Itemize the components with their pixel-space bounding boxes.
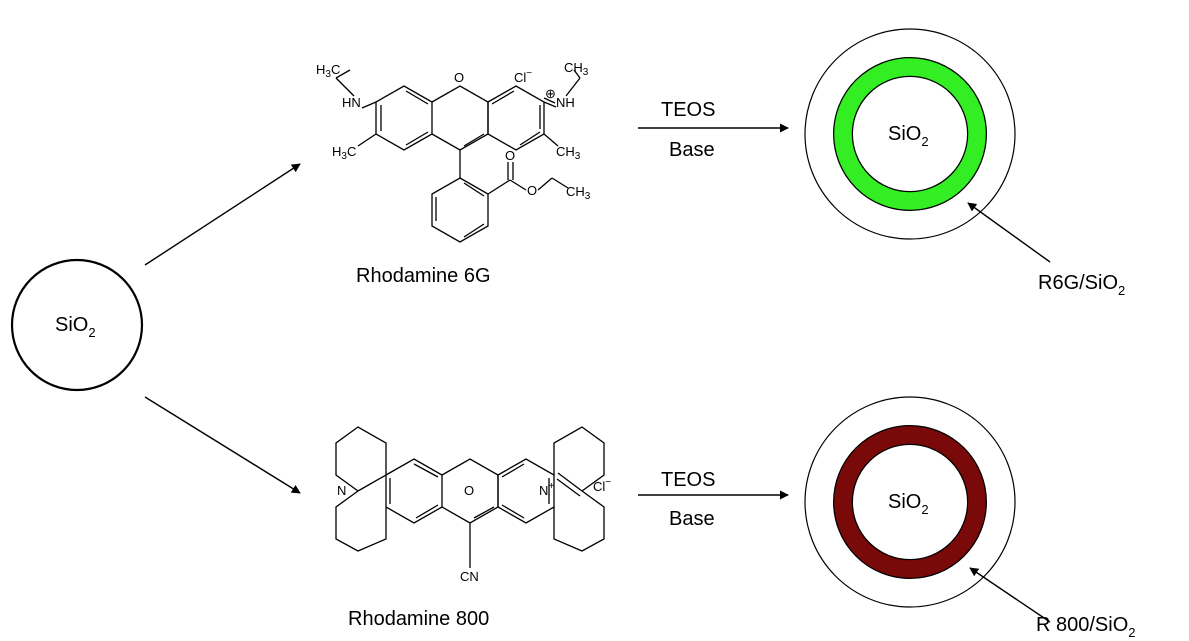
r6g-h3c-left-c: C bbox=[347, 144, 356, 159]
r800-n-plus: + bbox=[548, 481, 554, 492]
reaction-step-r800: TEOS Base bbox=[638, 469, 789, 530]
r6g-core-label: SiO bbox=[888, 123, 921, 145]
start-particle: SiO2 bbox=[10, 258, 144, 392]
r6g-h3c-left: H bbox=[332, 144, 341, 159]
r800-core-sub: 2 bbox=[921, 502, 928, 517]
r6g-h3c-top: H bbox=[316, 62, 325, 77]
r6g-o-ester: O bbox=[527, 183, 537, 198]
r6g-core-sub: 2 bbox=[921, 134, 928, 149]
svg-text:H3C: H3C bbox=[316, 62, 340, 80]
r800-product-sub: 2 bbox=[1128, 625, 1135, 640]
rhodamine-800-label: Rhodamine 800 bbox=[348, 608, 489, 630]
r6g-ch3-right-sub: 3 bbox=[575, 151, 581, 162]
r6g-o-ring: O bbox=[454, 70, 464, 85]
product-r800-particle: SiO2 R 800/SiO2 bbox=[804, 396, 1136, 640]
arrow-to-r800 bbox=[144, 396, 301, 494]
r6g-ch3-ester-sub: 3 bbox=[585, 191, 591, 202]
r800-pointer-arrow bbox=[969, 567, 1051, 623]
rhodamine-800-structure: N O N+ Cl− CN bbox=[335, 426, 611, 584]
r6g-cl: Cl bbox=[514, 70, 526, 85]
r6g-pointer-arrow bbox=[967, 202, 1051, 263]
r6g-ch3-top-right-sub: 3 bbox=[583, 67, 589, 78]
svg-text:CH3: CH3 bbox=[556, 144, 581, 162]
r6g-product-label: R6G/SiO bbox=[1038, 272, 1118, 294]
r6g-plus: ⊕ bbox=[545, 86, 556, 101]
svg-text:H3C: H3C bbox=[332, 144, 356, 162]
r800-core-label: SiO bbox=[888, 491, 921, 513]
svg-text:SiO2: SiO2 bbox=[888, 123, 929, 149]
r6g-hn: HN bbox=[342, 95, 361, 110]
reagent-base-2: Base bbox=[669, 508, 715, 530]
r800-cl-charge: − bbox=[605, 477, 611, 488]
rhodamine-6g-label: Rhodamine 6G bbox=[356, 265, 491, 287]
start-label: SiO bbox=[55, 314, 88, 336]
r800-o-ring: O bbox=[464, 483, 474, 498]
r800-dye-layer bbox=[834, 426, 986, 578]
r6g-h3c-top-c: C bbox=[331, 62, 340, 77]
svg-text:SiO2: SiO2 bbox=[55, 314, 96, 340]
product-r6g-particle: SiO2 R6G/SiO2 bbox=[804, 28, 1125, 298]
r6g-o-carbonyl: O bbox=[505, 148, 515, 163]
r6g-nh: NH bbox=[556, 95, 575, 110]
r6g-dye-layer bbox=[834, 58, 986, 210]
reagent-base-1: Base bbox=[669, 139, 715, 161]
arrow-to-r6g bbox=[144, 163, 301, 266]
reaction-step-r6g: TEOS Base bbox=[638, 99, 789, 161]
r800-cl: Cl bbox=[593, 479, 605, 494]
reagent-teos-2: TEOS bbox=[661, 469, 715, 491]
svg-text:R6G/SiO2: R6G/SiO2 bbox=[1038, 272, 1125, 298]
svg-text:CH3: CH3 bbox=[566, 184, 591, 202]
r6g-ch3-right: CH bbox=[556, 144, 575, 159]
r6g-product-sub: 2 bbox=[1118, 283, 1125, 298]
r800-n-left: N bbox=[337, 483, 346, 498]
reagent-teos-1: TEOS bbox=[661, 99, 715, 121]
svg-text:SiO2: SiO2 bbox=[888, 491, 929, 517]
r800-n-right: N bbox=[539, 483, 548, 498]
r6g-h3c-top-sub: 3 bbox=[325, 69, 331, 80]
svg-text:R 800/SiO2: R 800/SiO2 bbox=[1036, 614, 1136, 640]
r800-cn: CN bbox=[460, 569, 479, 584]
rhodamine-6g-structure: H3C HN H3C O Cl− ⊕ NH CH3 CH3 O O CH3 bbox=[316, 60, 591, 243]
r6g-h3c-left-sub: 3 bbox=[341, 151, 347, 162]
start-label-sub: 2 bbox=[88, 325, 95, 340]
r6g-ch3-ester: CH bbox=[566, 184, 585, 199]
r800-product-label: R 800/SiO bbox=[1036, 614, 1128, 636]
svg-text:Cl−: Cl− bbox=[514, 68, 532, 85]
start-circle bbox=[10, 258, 144, 392]
r6g-ch3-top-right: CH bbox=[564, 60, 583, 75]
svg-text:Cl−: Cl− bbox=[593, 477, 611, 494]
r6g-cl-charge: − bbox=[526, 68, 532, 79]
svg-text:CH3: CH3 bbox=[564, 60, 589, 78]
svg-text:N+: N+ bbox=[539, 481, 554, 498]
